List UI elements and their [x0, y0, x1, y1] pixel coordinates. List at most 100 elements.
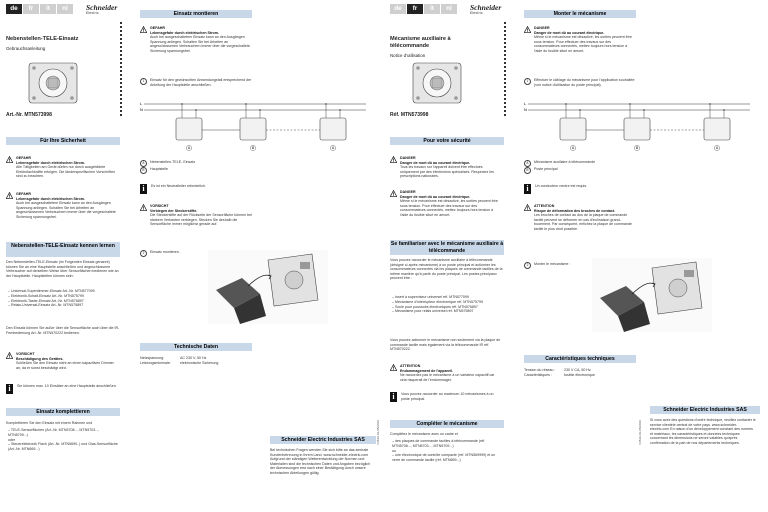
svg-text:N: N	[140, 107, 143, 112]
wiring-diagram: L N A B A	[140, 101, 366, 151]
lang-tab-de[interactable]: de	[6, 4, 22, 14]
list-item: – Mécanisme d'interrupteur électronique …	[392, 299, 483, 304]
danger-2-title: DANGER	[400, 190, 416, 194]
section-company: Schneider Electric Industries SAS	[270, 436, 376, 444]
logo-name: Schneider	[470, 3, 502, 12]
list-item: – des plaques de commande tactiles à tél…	[392, 439, 486, 448]
step-number-icon: 2	[140, 250, 147, 257]
mount-danger-text: Même si le mécanisme est désactivé, les …	[534, 35, 632, 53]
legend-b-text: Hauptstelle	[150, 167, 168, 171]
mount-danger-head: Danger de mort dû au courant électrique.	[534, 30, 605, 35]
complete-list: – TELE-Sensorflächen (Art.-Nr. MTN5708..…	[8, 428, 120, 452]
warning-icon	[140, 204, 147, 211]
lang-tab-de[interactable]: de	[390, 4, 406, 14]
section-safety: Für Ihre Sicherheit	[6, 137, 120, 145]
legend-a-marker: A	[524, 160, 531, 167]
info-neutral-text: Es ist ein Neutralleiter erforderlich.	[151, 184, 206, 188]
attention-title: ATTENTION	[534, 204, 555, 208]
danger-2-title: GEFAHR	[16, 192, 31, 196]
mounting-illustration	[208, 250, 328, 324]
lang-tab-nl[interactable]: nl	[57, 4, 73, 14]
step-1: 1 Effectuer le câblage du mécanisme pour…	[524, 78, 636, 87]
schneider-logo: Schneider Electric	[86, 4, 122, 16]
legend-b-text: Poste principal	[534, 167, 558, 171]
warning-icon	[6, 352, 13, 359]
caution-text: Schließen Sie den Einsatz nicht an einen…	[16, 361, 114, 370]
language-tabs-fr: de fr it nl	[390, 4, 458, 14]
info-icon: i	[524, 184, 531, 194]
info-icon: i	[140, 184, 147, 194]
lang-tab-fr[interactable]: fr	[23, 4, 39, 14]
know-text-2: Den Einsatz können Sie außer über die Se…	[6, 326, 120, 335]
mount-danger-head: Lebensgefahr durch elektrischen Strom.	[150, 30, 219, 35]
document-code: V3539-01-05/2010	[376, 420, 380, 445]
lang-tab-nl[interactable]: nl	[441, 4, 457, 14]
logo-name: Schneider	[86, 3, 118, 12]
svg-text:B: B	[252, 146, 255, 150]
company-text: Bei technischen Fragen wenden Sie sich b…	[270, 448, 371, 475]
section-tech: Caractéristiques techniques	[524, 355, 636, 363]
svg-text:L: L	[140, 101, 143, 106]
danger-1-head: Danger de mort dû au courant électrique.	[400, 160, 471, 165]
list-item: – Insert à superviseur universel réf. MT…	[392, 295, 469, 299]
list-item: – Steuerelektronik Flach (Art.-Nr. MTN56…	[8, 442, 118, 452]
danger-1-text: Alle Tätigkeiten am Gerät dürfen nur dur…	[16, 165, 116, 179]
legend-b: B Hauptstelle	[140, 167, 252, 174]
section-know: Se familiariser avec le mécanisme auxili…	[390, 240, 504, 255]
host-list: – Universal-Superdimmer-Einsatz Art.-Nr.…	[8, 289, 120, 308]
danger-2-text: Même si le mécanisme est désactivé, les …	[400, 199, 498, 217]
warning-icon	[524, 204, 531, 211]
know-text-2: Vous pouvez actionner le mécanisme non s…	[390, 338, 501, 352]
language-tabs-de: de fr it nl	[6, 4, 74, 14]
legend-a-marker: A	[140, 160, 147, 167]
lang-tab-it[interactable]: it	[424, 4, 440, 14]
attention-text: Les broches de contact au dos de la plaq…	[534, 213, 632, 231]
svg-text:A: A	[188, 146, 191, 150]
tech-table: Netzspannung:AC 230 V, 50 Hz Leistungsmi…	[140, 356, 252, 366]
lang-tab-it[interactable]: it	[40, 4, 56, 14]
legend-a: A Mécanisme auxiliaire à télécommande	[524, 160, 636, 167]
document-code: V3539-01-05/2010	[638, 420, 642, 445]
host-list: – Insert à superviseur universel réf. MT…	[392, 295, 504, 314]
list-item: – Elektronik-Schalt-Einsatz Art.-Nr. MTN…	[8, 293, 84, 298]
lang-tab-fr[interactable]: fr	[407, 4, 423, 14]
warning-icon	[390, 364, 397, 371]
info-max-text: Vous pouvez raccorder au maximum 10 méca…	[401, 392, 494, 401]
article-number: Réf. MTN573998	[390, 112, 429, 118]
danger-1-title: DANGER	[400, 156, 416, 160]
attention-head: Verbiegen der Steckerstifte.	[150, 208, 198, 213]
legend-b-marker: B	[524, 167, 531, 174]
legend-a-text: Nebenstellen-TELE- Einsatz	[150, 160, 196, 164]
danger-2-head: Danger de mort dû au courant électrique.	[400, 194, 471, 199]
margin-ticks	[504, 22, 506, 116]
svg-text:N: N	[524, 107, 527, 112]
warning-icon	[140, 26, 147, 33]
danger-1-head: Lebensgefahr durch elektrischen Strom.	[16, 160, 85, 165]
attention-text: Die Steckerstifte auf der Rückseite der …	[150, 213, 252, 227]
list-item: – une électronique de contrôle compacte …	[392, 453, 496, 463]
table-row: Netzspannung:AC 230 V, 50 Hz	[140, 356, 207, 360]
legend-a: A Nebenstellen-TELE- Einsatz	[140, 160, 252, 167]
legend-b: B Poste principal	[524, 167, 636, 174]
cover-column-fr: de fr it nl Schneider Electric Mécanisme…	[384, 0, 510, 512]
svg-text:A: A	[572, 146, 575, 150]
attention-head: Risque de déformation des broches de con…	[534, 208, 616, 213]
caution-title: ATTENTION	[400, 364, 421, 368]
table-row: Tension du réseau :230 V CA, 50 Hz	[524, 368, 591, 372]
svg-text:B: B	[636, 146, 639, 150]
device-illustration	[28, 62, 78, 104]
warning-icon	[6, 192, 13, 199]
svg-text:A: A	[332, 146, 335, 150]
product-title: Mécanisme auxiliaire à télécommande	[390, 36, 451, 49]
warning-icon	[6, 156, 13, 163]
list-item: – Socle pour poussoirs électroniques réf…	[392, 304, 478, 309]
page-fr: de fr it nl Schneider Electric Mécanisme…	[384, 0, 768, 512]
